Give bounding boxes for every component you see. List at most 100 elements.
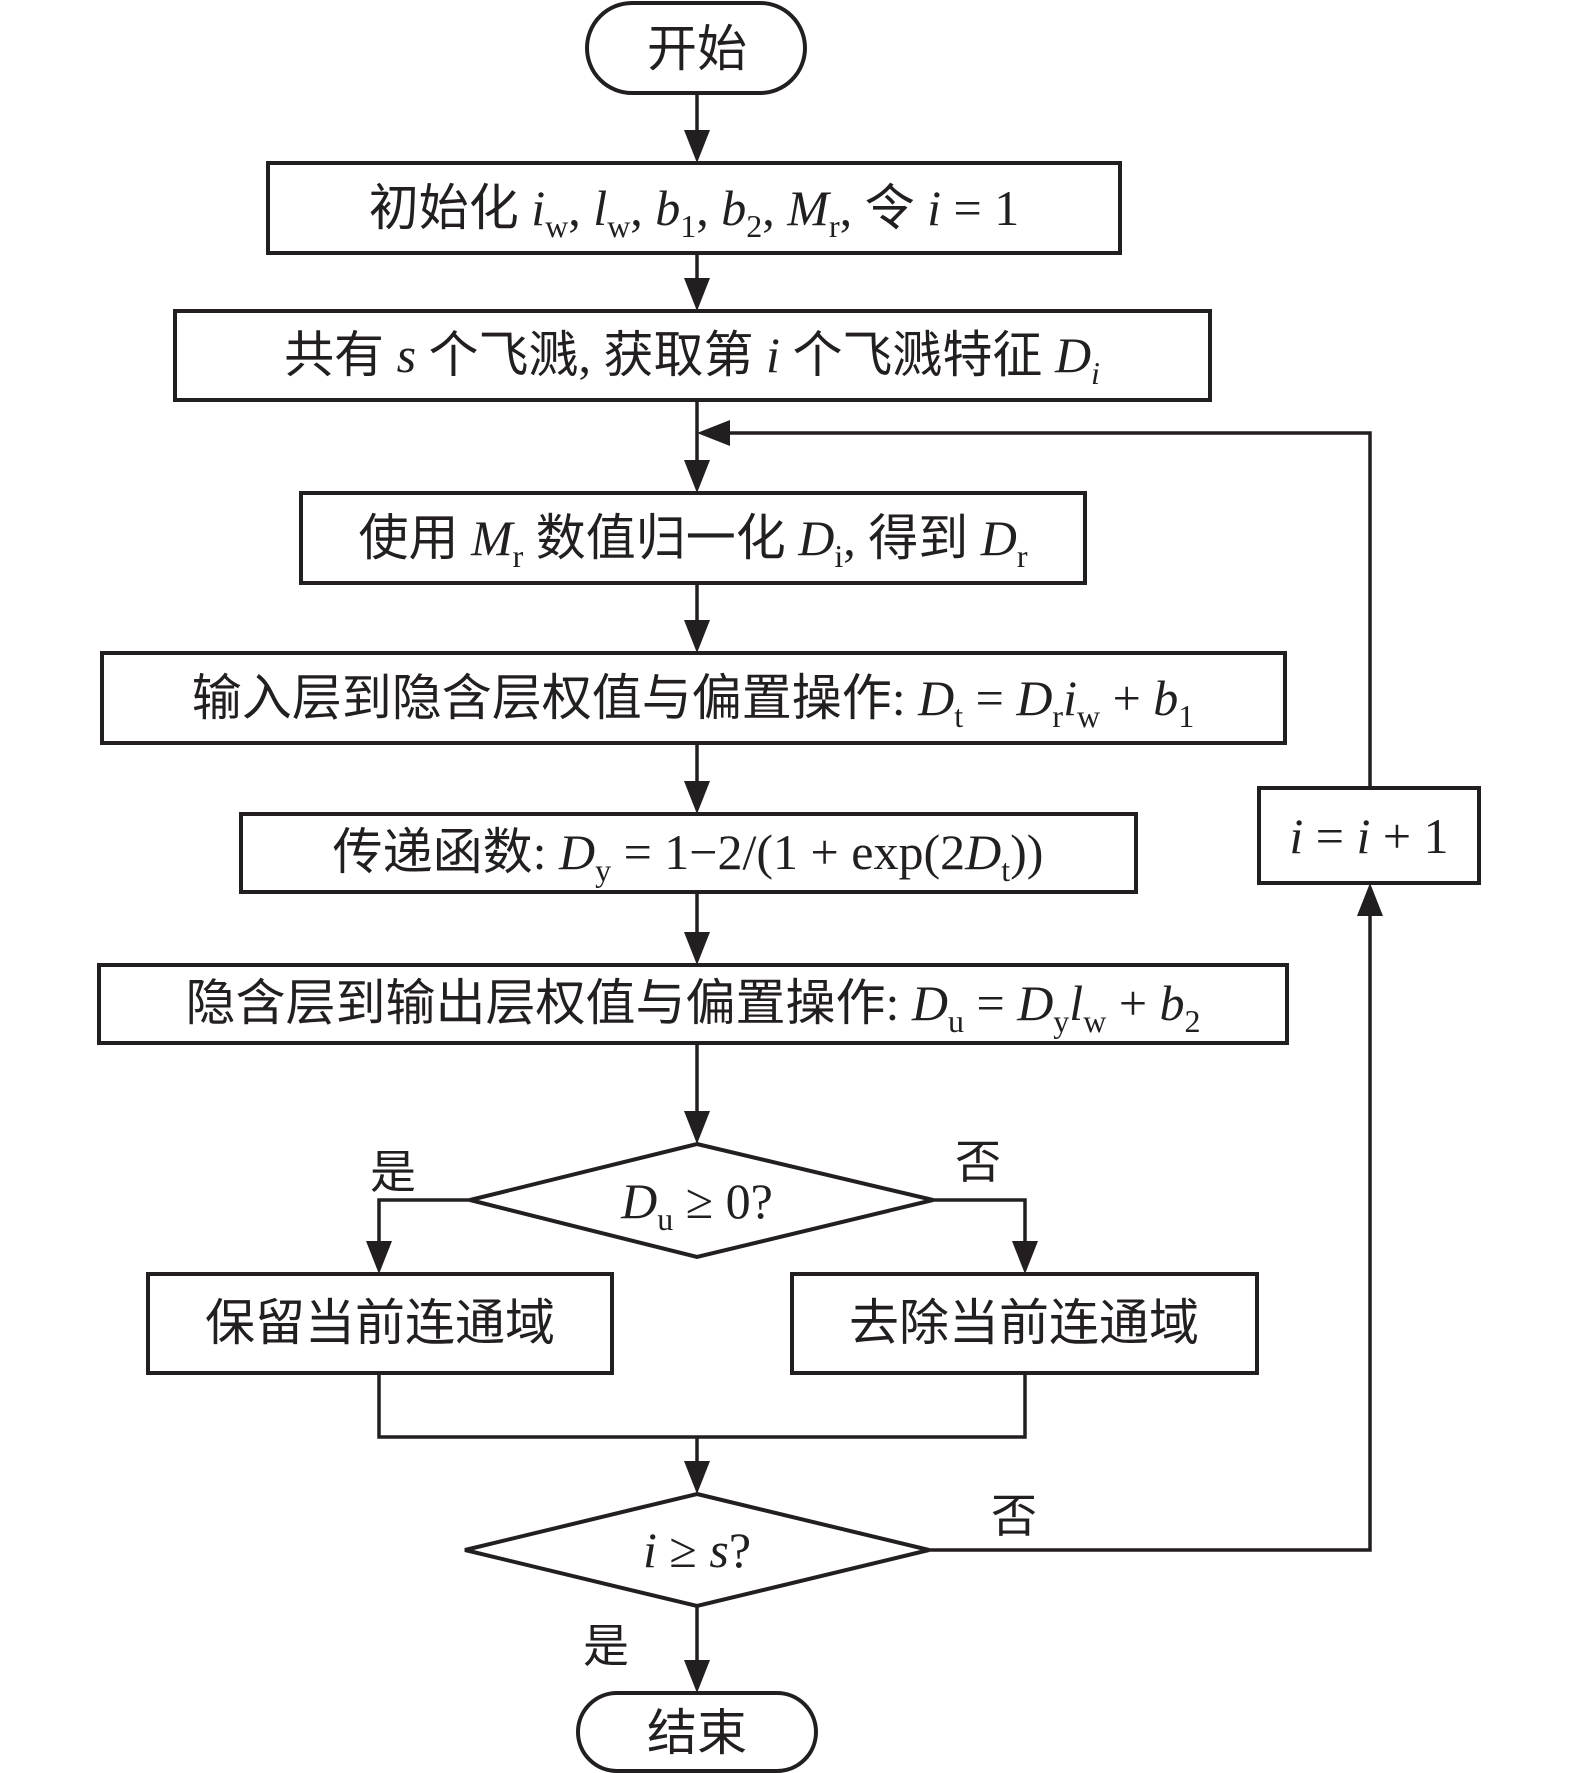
end-label: 结束 [647, 1705, 747, 1761]
decision-du-label: Du ≥ 0? [620, 1173, 773, 1237]
label-segment: r [829, 208, 840, 244]
normalize-box [299, 491, 1087, 585]
label-segment: D [620, 1173, 657, 1229]
label-segment: 隐含层到输出层权值与偏置操作: [185, 975, 911, 1031]
arrowhead-increment [1357, 883, 1383, 916]
label-segment: i [1289, 808, 1303, 864]
decision-is-label: i ≥ s? [643, 1522, 751, 1578]
label-segment: i [531, 180, 545, 236]
input-hidden-box [100, 651, 1287, 745]
label-segment: 使用 [358, 510, 471, 566]
label-segment: i [927, 180, 941, 236]
label-segment: 2 [1185, 1003, 1201, 1039]
label-segment: M [470, 510, 515, 566]
node-labels: 开始 初始化 iw, lw, b1, b2, Mr, 令 i = 1 共有 s … [185, 21, 1448, 1761]
label-segment: r [1052, 698, 1063, 734]
decision-du-diamond [469, 1141, 934, 1260]
label-segment: i [1357, 808, 1371, 864]
label-segment: ? [729, 1522, 751, 1578]
arrowhead-keep [366, 1241, 392, 1274]
init-box [266, 161, 1122, 255]
label-segment: s [397, 327, 416, 383]
label-segment: + 1 [1370, 808, 1448, 864]
label-segment: u [948, 1003, 964, 1039]
is-no-label: 否 [991, 1491, 1037, 1542]
label-segment: = 1 [941, 180, 1019, 236]
label-segment: D [911, 975, 948, 1031]
label-segment: ≥ 0? [673, 1173, 773, 1229]
label-segment: 2 [746, 208, 762, 244]
label-segment: u [657, 1201, 673, 1237]
label-segment: ≥ [657, 1522, 709, 1578]
connectors [366, 93, 1383, 1693]
arrowhead-decision-du [684, 1111, 710, 1144]
label-segment: 数值归一化 [523, 510, 798, 566]
node-shapes [97, 1, 1481, 1773]
label-segment: w [545, 208, 568, 244]
label-segment: D [1054, 327, 1091, 383]
remove-box [790, 1272, 1259, 1375]
label-segment: 输入层到隐含层权值与偏置操作: [192, 670, 918, 726]
hidden-output-label: 隐含层到输出层权值与偏置操作: Du = Dylw + b2 [185, 975, 1200, 1039]
label-segment: r [513, 538, 524, 574]
label-segment: b [1153, 670, 1178, 726]
keep-label: 保留当前连通域 [205, 1295, 555, 1351]
label-segment: 保留当前连通域 [205, 1295, 555, 1351]
label-segment: , [762, 180, 787, 236]
hidden-output-box [97, 963, 1289, 1045]
arrowhead-inputhidden [684, 620, 710, 653]
remove-label: 去除当前连通域 [849, 1295, 1199, 1351]
label-segment: 初始化 [369, 180, 532, 236]
label-segment: b [655, 180, 680, 236]
edge-merge [377, 1373, 1027, 1439]
label-segment: , 得到 [843, 510, 981, 566]
label-segment: , [696, 180, 721, 236]
label-segment: )) [1010, 824, 1043, 880]
edge-increment-loop [730, 431, 1372, 788]
label-segment: w [607, 208, 630, 244]
arrowhead-loop [697, 420, 730, 446]
label-segment: 个飞溅特征 [780, 327, 1055, 383]
label-segment: = [964, 975, 1017, 1031]
start-terminal [585, 1, 807, 95]
edge-labels: 是 否 否 是 [370, 1137, 1037, 1672]
transfer-label: 传递函数: Dy = 1−2/(1 + exp(2Dt)) [333, 824, 1044, 888]
arrowhead-transfer [684, 781, 710, 814]
normalize-label: 使用 Mr 数值归一化 Di, 得到 Dr [358, 510, 1027, 574]
label-segment: y [1053, 1003, 1069, 1039]
label-segment: , [568, 180, 593, 236]
label-segment: i [766, 327, 780, 383]
arrowhead-remove [1012, 1241, 1038, 1274]
transfer-box [239, 812, 1138, 894]
label-segment: = 1−2/(1 + exp(2 [611, 824, 965, 880]
arrowhead-init [684, 130, 710, 163]
label-segment: 去除当前连通域 [849, 1295, 1199, 1351]
label-segment: w [1077, 698, 1100, 734]
label-segment: w [1083, 1003, 1106, 1039]
label-segment: y [595, 852, 611, 888]
label-segment: 共有 [284, 327, 397, 383]
label-segment: 个飞溅, 获取第 [416, 327, 766, 383]
label-segment: 1 [1178, 698, 1194, 734]
label-segment: r [1017, 538, 1028, 574]
label-segment: l [1069, 975, 1083, 1031]
get-feature-box [173, 309, 1212, 402]
label-segment: t [954, 698, 963, 734]
label-segment: D [917, 670, 954, 726]
label-segment: D [980, 510, 1017, 566]
du-yes-label: 是 [370, 1147, 416, 1198]
du-no-label: 否 [955, 1137, 1001, 1188]
label-segment: 开始 [647, 21, 747, 77]
label-segment: t [1001, 852, 1010, 888]
label-segment: i [1091, 355, 1100, 391]
increment-label: i = i + 1 [1289, 808, 1448, 864]
increment-box [1257, 786, 1481, 885]
label-segment: 结束 [647, 1705, 747, 1761]
edge-is-no [929, 916, 1372, 1552]
label-segment: 传递函数: [333, 824, 559, 880]
label-segment: M [786, 180, 831, 236]
end-terminal [576, 1691, 818, 1773]
decision-is-diamond [464, 1491, 930, 1609]
is-yes-label: 是 [583, 1621, 629, 1672]
